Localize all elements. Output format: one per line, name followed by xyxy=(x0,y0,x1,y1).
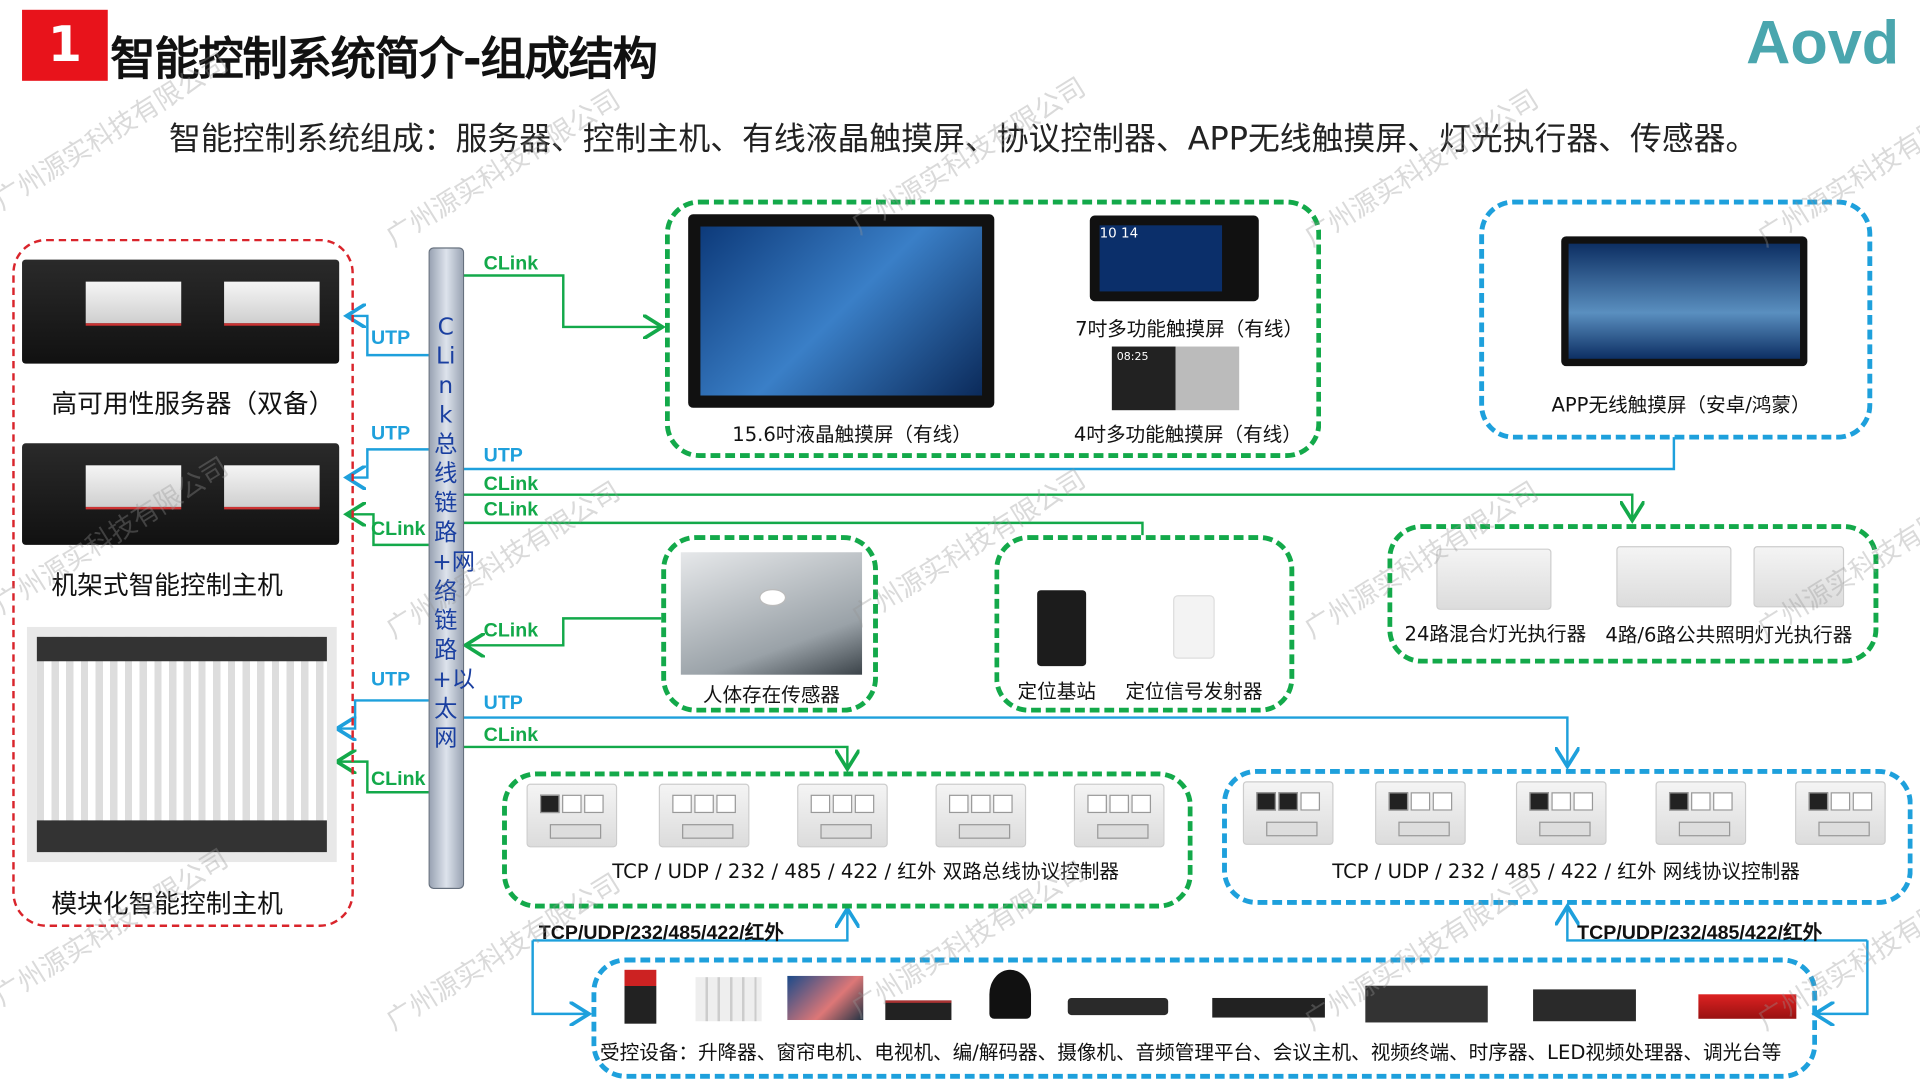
protocol-controller-image xyxy=(1073,783,1165,848)
link-label-utp: UTP xyxy=(371,669,411,691)
link-label-clink: CLink xyxy=(371,519,426,541)
line-clink-sensor xyxy=(465,617,662,645)
bus-pillar xyxy=(428,247,465,889)
panel-7-label: 7吋多功能触摸屏（有线） xyxy=(1075,317,1304,341)
line-utp-server xyxy=(347,316,429,357)
rack-host-label: 机架式智能控制主机 xyxy=(51,570,283,601)
link-label-utp: UTP xyxy=(371,423,411,445)
controlled-devices-label: 受控设备：升降器、窗帘电机、电视机、编/解码器、摄像机、音频管理平台、会议主机、… xyxy=(600,1040,1782,1065)
line-protocol-right xyxy=(1567,906,1868,942)
link-label-clink: CLink xyxy=(371,768,426,790)
protocol-controller-image xyxy=(935,783,1027,848)
emitter-image xyxy=(1173,595,1215,659)
panel-7-image: 10 14 xyxy=(1089,215,1259,302)
dual-bus-controller-group xyxy=(502,771,1193,909)
protocol-controller-image xyxy=(1242,781,1334,845)
server-image xyxy=(22,259,340,364)
protocol-controller-image xyxy=(1515,781,1607,845)
line-clink-dualbus xyxy=(462,745,847,769)
module-host-image xyxy=(26,626,337,863)
link-label-clink: CLink xyxy=(483,620,539,642)
mixed-lighting-label: 24路混合灯光执行器 xyxy=(1404,622,1587,646)
base-station-image xyxy=(1037,590,1087,667)
emitter-label: 定位信号发射器 xyxy=(1125,679,1263,703)
link-label-clink: CLink xyxy=(483,724,539,746)
sensor-image xyxy=(680,552,863,675)
link-label-utp: UTP xyxy=(483,445,523,467)
line-protocol-left xyxy=(532,909,848,942)
panel-4-image: 08:25 xyxy=(1111,346,1240,411)
public-lighting-image xyxy=(1616,546,1732,608)
panel-15-image xyxy=(688,214,995,408)
page-title: 智能控制系统简介-组成结构 xyxy=(110,33,658,86)
brand-logo: Aovd xyxy=(1746,8,1900,78)
app-panel-group xyxy=(1479,199,1873,440)
link-label-utp: UTP xyxy=(483,693,523,714)
network-controller-label: TCP / UDP / 232 / 485 / 422 / 红外 网线协议控制器 xyxy=(1332,859,1800,883)
protocol-controller-image xyxy=(1375,781,1466,845)
link-label-clink: CLink xyxy=(483,499,539,521)
section-number: 1 xyxy=(22,9,108,81)
line-utp-network xyxy=(462,716,1567,767)
mixed-lighting-image xyxy=(1436,548,1552,610)
public-lighting-image-2 xyxy=(1753,546,1845,608)
protocol-controller-image xyxy=(1795,781,1886,845)
module-host-label: 模块化智能控制主机 xyxy=(51,888,283,919)
protocol-controller-image xyxy=(526,783,618,848)
protocol-controller-image xyxy=(797,783,888,848)
lifter-image xyxy=(624,969,657,1024)
line-clink-lighting xyxy=(462,493,1632,521)
line-clink-rack xyxy=(347,514,429,547)
line-utp-app xyxy=(462,437,1676,471)
app-panel-image xyxy=(1561,236,1808,367)
host-group xyxy=(12,238,354,927)
camera-image xyxy=(989,969,1032,1019)
server-label: 高可用性服务器（双备） xyxy=(51,389,335,419)
protocol-controller-image xyxy=(658,783,750,848)
codec-image xyxy=(885,1000,952,1021)
controlled-devices-group xyxy=(591,957,1818,1079)
video-terminal-image xyxy=(1365,985,1488,1023)
sensor-group xyxy=(661,535,878,713)
lighting-group xyxy=(1387,524,1879,664)
sensor-label: 人体存在传感器 xyxy=(702,683,841,707)
line-utp-module xyxy=(337,699,429,728)
link-label-utp: UTP xyxy=(371,328,411,349)
base-station-label: 定位基站 xyxy=(1017,679,1096,703)
panel-4-label: 4吋多功能触摸屏（有线） xyxy=(1073,422,1302,446)
led-processor-image xyxy=(1698,994,1797,1019)
rack-host-image xyxy=(22,443,340,545)
network-controller-group xyxy=(1222,768,1913,905)
sequencer-image xyxy=(1533,989,1636,1022)
conference-host-image xyxy=(1212,997,1325,1018)
tv-image xyxy=(787,975,864,1021)
line-clink-positioning xyxy=(462,521,1144,536)
positioning-group xyxy=(994,535,1295,713)
curtain-motor-image xyxy=(695,977,762,1022)
protocol-controller-image xyxy=(1655,781,1747,845)
panel-15-label: 15.6吋液晶触摸屏（有线） xyxy=(732,422,972,446)
link-label-clink: CLink xyxy=(483,473,539,495)
subtitle: 智能控制系统组成：服务器、控制主机、有线液晶触摸屏、协议控制器、APP无线触摸屏… xyxy=(168,121,1758,158)
bus-label: CLink总线链路+网络链路+以太网 xyxy=(432,313,476,752)
protocol-label-left: TCP/UDP/232/485/422/红外 xyxy=(538,923,784,945)
audio-platform-image xyxy=(1067,997,1169,1016)
wired-panels-group xyxy=(664,199,1322,458)
protocol-label-right: TCP/UDP/232/485/422/红外 xyxy=(1577,923,1823,945)
line-clink-panels xyxy=(462,274,663,327)
app-panel-label: APP无线触摸屏（安卓/鸿蒙） xyxy=(1551,393,1811,417)
dual-bus-controller-label: TCP / UDP / 232 / 485 / 422 / 红外 双路总线协议控… xyxy=(612,859,1120,883)
public-lighting-label: 4路/6路公共照明灯光执行器 xyxy=(1605,623,1853,647)
link-label-clink: CLink xyxy=(483,253,539,275)
line-utp-rack xyxy=(347,448,429,477)
